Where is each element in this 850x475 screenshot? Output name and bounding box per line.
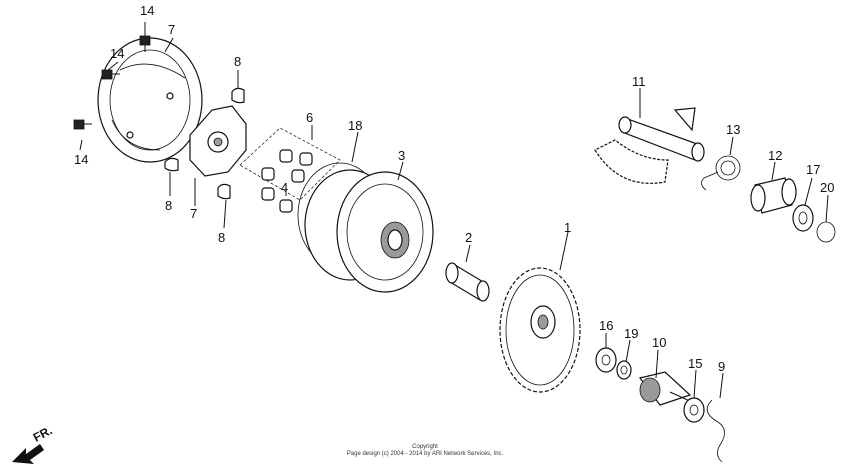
part-17-washer: [792, 204, 814, 232]
label-16: 16: [599, 318, 613, 333]
part-6-cover: [97, 37, 203, 163]
part-1-gear: [499, 267, 581, 393]
label-8-top: 8: [234, 54, 241, 69]
copyright-line-2: Page design (c) 2004 - 2014 by ARI Netwo…: [346, 451, 504, 457]
label-6: 7: [168, 22, 175, 37]
part-13-spring: [701, 155, 741, 191]
part-9-clip: [706, 399, 725, 463]
label-13: 13: [726, 122, 740, 137]
part-8-slider-left: [164, 157, 179, 172]
part-10-pinion: [638, 371, 693, 406]
bolt-14-mid: [101, 69, 120, 80]
label-20: 20: [820, 180, 834, 195]
leader-lines: [79, 22, 829, 399]
label-8-left: 8: [165, 198, 172, 213]
label-4: 4: [281, 180, 288, 195]
label-14-top: 14: [140, 3, 154, 18]
part-16-washer: [595, 347, 617, 373]
part-2-collar: [445, 262, 490, 302]
part-15-washer: [683, 397, 705, 423]
label-14-low: 14: [74, 152, 88, 167]
label-7: 7: [190, 206, 197, 221]
bolt-14-low: [73, 119, 92, 130]
part-8-slider-top: [231, 87, 245, 104]
label-18: 18: [348, 118, 362, 133]
label-2: 2: [465, 230, 472, 245]
part-8-slider-bottom: [217, 183, 231, 200]
part-12-bushing: [750, 177, 797, 214]
fr-label: FR.: [31, 423, 55, 444]
part-5-roller-set: [239, 127, 341, 213]
label-10: 10: [652, 335, 666, 350]
part-3-drive-face: [304, 169, 434, 293]
label-14-mid: 14: [110, 46, 124, 61]
label-15: 15: [688, 356, 702, 371]
label-5: 6: [306, 110, 313, 125]
label-8-bottom: 8: [218, 230, 225, 245]
label-1: 1: [564, 220, 571, 235]
copyright-line-1: Copyright: [412, 444, 438, 450]
part-20-circlip: [816, 221, 836, 243]
label-3: 3: [398, 148, 405, 163]
part-11-spindle: [594, 107, 705, 184]
label-17: 17: [806, 162, 820, 177]
label-9: 9: [718, 359, 725, 374]
label-19: 19: [624, 326, 638, 341]
label-12: 12: [768, 148, 782, 163]
part-7-ramp-plate: [189, 105, 247, 177]
part-19-nut: [616, 360, 632, 380]
label-11: 11: [632, 74, 646, 89]
